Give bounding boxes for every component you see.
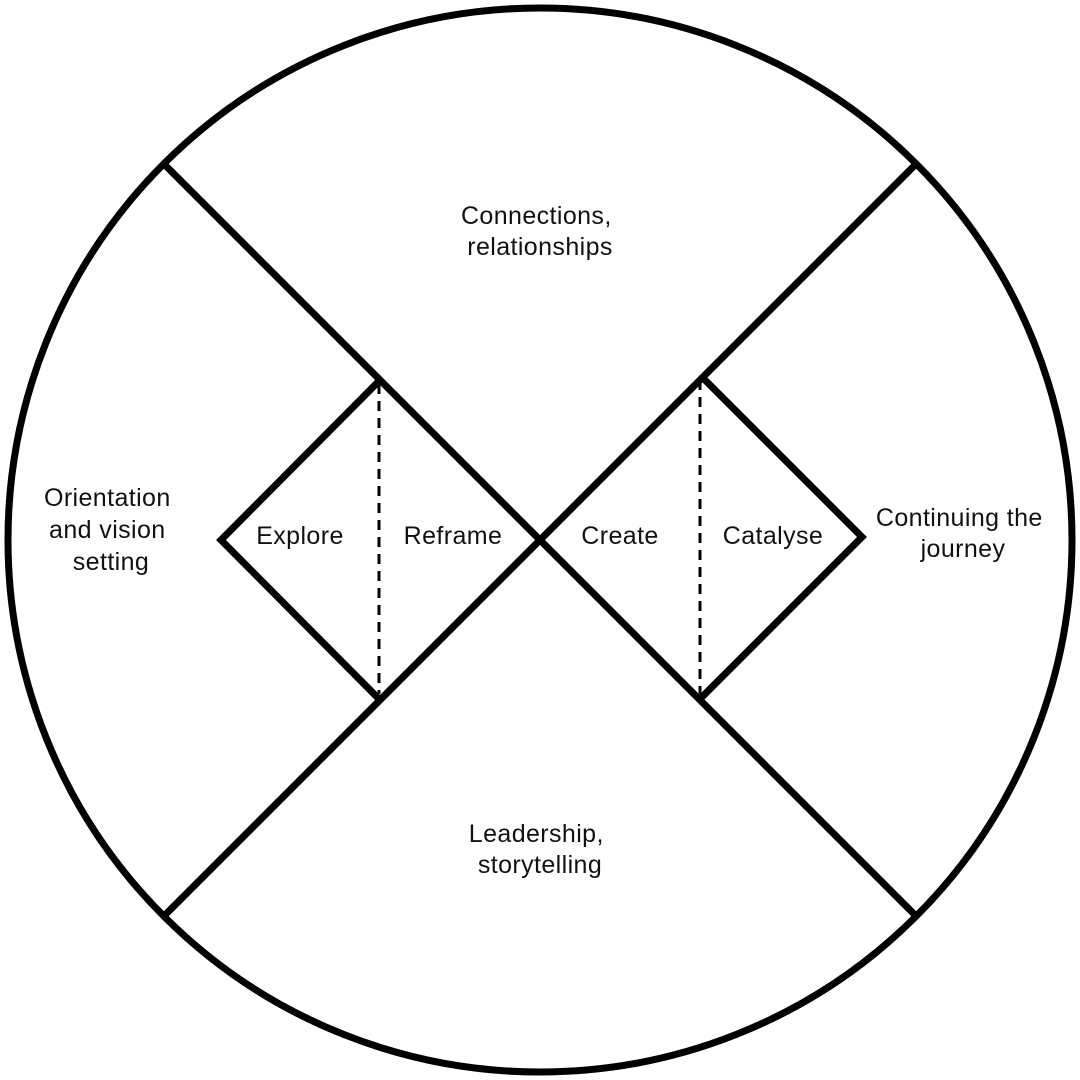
- outer-circle: [4, 4, 1076, 1076]
- left-diamond-outline: [216, 378, 382, 702]
- label-create: Create: [581, 522, 658, 550]
- diagonal-line-bottom-left: [161, 537, 543, 919]
- right-diamond-outline: [698, 373, 867, 701]
- diagonal-line-top-right: [537, 161, 919, 543]
- label-left-orientation: Orientation and vision setting: [44, 484, 178, 576]
- label-catalyse: Catalyse: [723, 522, 823, 550]
- diagonal-line-bottom-right: [537, 537, 919, 919]
- diagonal-line-top-left: [161, 161, 543, 543]
- label-reframe: Reframe: [404, 522, 503, 550]
- label-top-connections: Connections, relationships: [461, 202, 619, 261]
- label-bottom-leadership: Leadership, storytelling: [469, 820, 611, 879]
- label-explore: Explore: [256, 522, 344, 550]
- label-right-continuing: Continuing the journey: [876, 504, 1050, 563]
